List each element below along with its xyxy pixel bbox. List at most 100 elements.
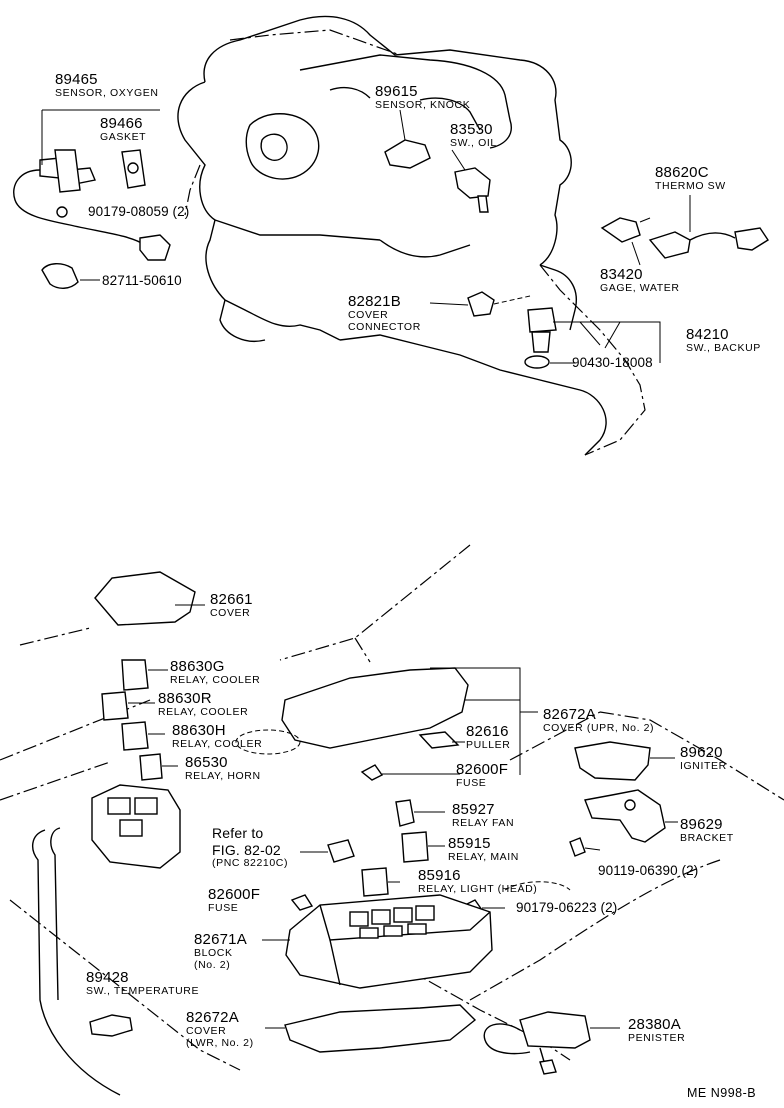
part-number: 83420: [600, 266, 643, 283]
label-82821b: 82821B COVER CONNECTOR: [348, 294, 421, 332]
part-description-2: (LWR, No. 2): [186, 1036, 254, 1049]
connector-cover: [429, 291, 531, 317]
part-number: 88620C: [655, 164, 709, 181]
part-number: 28380A: [628, 1016, 681, 1033]
diagram-code: ME N998-B: [687, 1086, 757, 1100]
clamp: [41, 263, 100, 289]
relay-block: [262, 894, 493, 989]
oxygen-sensor: [13, 109, 171, 261]
puller: [418, 731, 465, 749]
label-90179-08059: 90179-08059 (2): [88, 204, 190, 219]
refer-line-1: Refer to: [212, 825, 264, 841]
label-28380a: 28380A PENISTER: [628, 1017, 685, 1044]
upper-cover: [281, 667, 538, 775]
part-description: SW., BACKUP: [686, 342, 761, 354]
part-description: RELAY, COOLER: [158, 706, 249, 718]
label-90119: 90119-06390 (2): [598, 863, 699, 878]
part-number: 89615: [375, 83, 418, 100]
label-82616: 82616 PULLER: [466, 724, 510, 751]
lower-cover: [265, 1004, 477, 1053]
part-number: 82672A: [186, 1009, 239, 1026]
label-84210: 84210 SW., BACKUP: [686, 327, 761, 354]
part-number: 89466: [100, 115, 143, 132]
part-number: 89465: [55, 71, 98, 88]
igniter: [574, 741, 675, 781]
relay-main: [401, 831, 445, 863]
label-89466: 89466 GASKET: [100, 116, 146, 143]
part-description: FUSE: [208, 902, 239, 914]
refer-connector: [300, 839, 355, 863]
relay-88630r: [101, 691, 155, 721]
label-82661: 82661 COVER: [210, 592, 253, 619]
radiator-outline: [32, 827, 121, 1096]
part-description: IGNITER: [680, 760, 727, 772]
part-description: COVER: [348, 309, 389, 321]
label-89428: 89428 SW., TEMPERATURE: [86, 970, 199, 997]
part-number: 83530: [450, 121, 493, 138]
part-description: RELAY, MAIN: [448, 851, 519, 863]
part-description: THERMO SW: [655, 180, 726, 192]
gasket: [121, 149, 146, 189]
part-number: 82600F: [208, 886, 261, 903]
label-85916: 85916 RELAY, LIGHT (HEAD): [418, 868, 537, 895]
backup-switch: [524, 307, 661, 369]
thermo-switch: [648, 195, 769, 259]
relay-86530: [139, 753, 178, 781]
part-description: FUSE: [456, 777, 487, 789]
part-number: 86530: [185, 754, 228, 771]
part-description: RELAY, COOLER: [172, 738, 263, 750]
part-number: 82672A: [543, 706, 596, 723]
part-description: SW., TEMPERATURE: [86, 985, 200, 997]
part-number: 85916: [418, 867, 461, 884]
part-description: BRACKET: [680, 832, 734, 844]
part-description: RELAY FAN: [452, 817, 515, 829]
refer-note: Refer to FIG. 82-02 (PNC 82210C): [212, 826, 288, 869]
relay-holder: [91, 784, 181, 869]
part-description: SENSOR, KNOCK: [375, 99, 471, 111]
refer-line-3: (PNC 82210C): [212, 857, 289, 869]
knock-sensor: [384, 109, 431, 169]
label-83530: 83530 SW., OIL: [450, 122, 497, 149]
water-gage: [600, 217, 651, 266]
part-number: 84210: [686, 326, 729, 343]
engine-outline: [177, 15, 646, 456]
label-90179-06223: 90179-06223 (2): [516, 900, 618, 915]
part-number: 89620: [680, 744, 723, 761]
label-86530: 86530 RELAY, HORN: [185, 755, 261, 782]
part-number: 89629: [680, 816, 723, 833]
penister: [483, 1011, 620, 1075]
label-89620: 89620 IGNITER: [680, 745, 727, 772]
bracket: [584, 789, 678, 843]
part-description: COVER: [186, 1025, 227, 1037]
label-90430: 90430-18008: [572, 355, 653, 370]
label-88630g: 88630G RELAY, COOLER: [170, 659, 260, 686]
relay-88630h: [121, 721, 165, 751]
temperature-switch: [89, 1014, 133, 1037]
part-description: RELAY, COOLER: [170, 674, 261, 686]
part-description-2: (No. 2): [194, 958, 231, 971]
part-description: COVER (UPR, No. 2): [543, 722, 655, 734]
label-82711: 82711-50610: [102, 273, 182, 288]
part-description: RELAY, LIGHT (HEAD): [418, 883, 538, 895]
part-number: 88630R: [158, 690, 212, 707]
fuse-lower: [290, 894, 314, 911]
refer-line-2: FIG. 82-02: [212, 842, 281, 858]
label-82671a: 82671A BLOCK (No. 2): [194, 932, 247, 970]
part-description: SW., OIL: [450, 137, 497, 149]
label-83420: 83420 GAGE, WATER: [600, 267, 680, 294]
part-description: GASKET: [100, 131, 147, 143]
part-description: GAGE, WATER: [600, 282, 680, 294]
part-number: 82821B: [348, 293, 401, 310]
part-description: SENSOR, OXYGEN: [55, 87, 159, 99]
label-85927: 85927 RELAY FAN: [452, 802, 514, 829]
label-88630r: 88630R RELAY, COOLER: [158, 691, 248, 718]
cover-82661: [94, 571, 205, 626]
label-82672a-lwr: 82672A COVER (LWR, No. 2): [186, 1010, 254, 1048]
fuse-upper: [360, 764, 460, 781]
label-89629: 89629 BRACKET: [680, 817, 734, 844]
label-82600f-upper: 82600F FUSE: [456, 762, 508, 789]
part-number: 85927: [452, 801, 495, 818]
part-description: COVER: [210, 607, 251, 619]
part-number: 85915: [448, 835, 491, 852]
part-number: 82616: [466, 723, 509, 740]
